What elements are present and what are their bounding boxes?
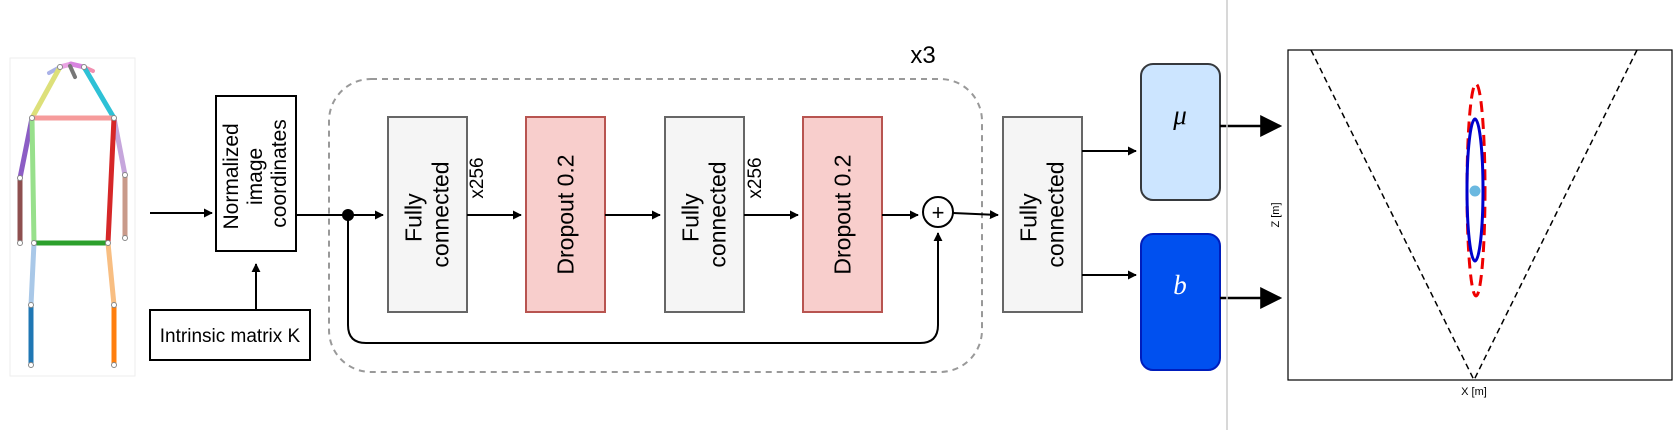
fc1-width-label: x256 — [467, 157, 488, 198]
skeleton-joint — [28, 362, 34, 368]
mu-label: μ — [1172, 100, 1187, 130]
head-fc-layer: Fully connected — [1002, 116, 1083, 313]
skeleton-bone — [81, 64, 117, 121]
skeleton-joint — [28, 302, 34, 308]
mu-output-box: μ — [1140, 63, 1221, 201]
fov-right-boundary — [1473, 49, 1638, 381]
skeleton-joint — [81, 64, 87, 70]
coords-label-line-2: image — [244, 148, 267, 205]
repeat-count-label: x3 — [910, 42, 935, 69]
svg-text:Dropout 0.2: Dropout 0.2 — [553, 154, 579, 274]
skeleton-joint — [122, 235, 128, 241]
skeleton-joint — [111, 115, 117, 121]
x-axis-label: X [m] — [1461, 386, 1487, 398]
skeleton-joint — [57, 64, 63, 70]
repeat-block-border — [328, 78, 983, 373]
sum-node: + — [922, 196, 954, 228]
fc-layer-2: Fully connected — [664, 116, 745, 313]
skeleton-bone — [29, 64, 63, 121]
coords-label-line-1: Normalized — [220, 123, 243, 229]
fov-left-boundary — [1310, 49, 1475, 381]
svg-text:Normalized image c: Normalized image coordinates — [220, 117, 291, 229]
skeleton-bone — [29, 115, 37, 246]
skeleton-joint — [111, 302, 117, 308]
fc-layer-1: Fully connected — [387, 116, 468, 313]
skeleton-joint — [111, 362, 117, 368]
residual-skip-connection — [347, 215, 943, 344]
svg-text:Fully connected: Fully connected — [401, 161, 454, 267]
dropout-layer-2: Dropout 0.2 — [802, 116, 883, 313]
intrinsic-matrix-label: Intrinsic matrix K — [160, 326, 301, 347]
svg-text:Fully connected: Fully connected — [678, 161, 731, 267]
skeleton-joint — [17, 240, 23, 246]
plot-frame — [1287, 49, 1673, 381]
skeleton-joint — [31, 240, 37, 246]
svg-text:Fully connected: Fully connected — [1016, 161, 1069, 267]
predicted-location-point — [1469, 185, 1481, 197]
skeleton-bone — [105, 240, 117, 308]
intrinsic-matrix-box: Intrinsic matrix K — [149, 309, 311, 361]
uncertainty-ellipse-inner — [1465, 117, 1485, 263]
b-label: b — [1173, 270, 1187, 300]
skeleton-figure — [9, 57, 136, 377]
normalized-coords-box: Normalized image coordinates — [215, 95, 297, 252]
svg-text:Dropout 0.2: Dropout 0.2 — [830, 154, 856, 274]
skeleton-joint — [122, 172, 128, 178]
skeleton-bone — [68, 64, 77, 79]
coords-label-line-3: coordinates — [268, 119, 291, 228]
dropout-layer-1: Dropout 0.2 — [525, 116, 606, 313]
skeleton-bone — [105, 115, 117, 246]
output-plot: X [m] Z [m] — [1270, 49, 1673, 398]
b-output-box: b — [1140, 233, 1221, 371]
skeleton-joint — [17, 175, 23, 181]
arrow-sum-to-head-fc — [952, 210, 999, 220]
fc2-width-label: x256 — [745, 157, 766, 198]
skeleton-joint — [105, 240, 111, 246]
svg-text:+: + — [932, 200, 945, 225]
z-axis-label: Z [m] — [1270, 202, 1282, 227]
skeleton-bone — [28, 240, 37, 308]
skeleton-joint — [29, 115, 35, 121]
